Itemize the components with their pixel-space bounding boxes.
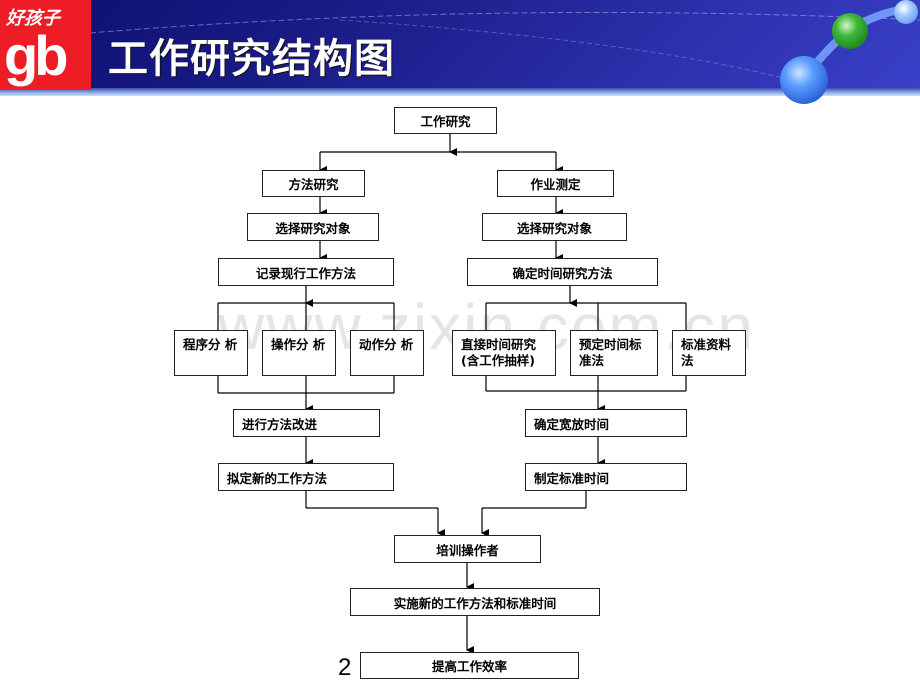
node-motion-analysis: 动作分 析 — [350, 330, 424, 376]
logo-chinese-text: 好孩子 — [6, 8, 60, 29]
node-process-analysis: 程序分 析 — [174, 330, 248, 376]
node-standard-data-method: 标准资料 法 — [672, 330, 746, 376]
node-left-select-object: 选择研究对象 — [247, 213, 379, 241]
node-work-study: 工作研究 — [394, 107, 497, 134]
node-train-operators: 培训操作者 — [394, 535, 541, 563]
node-work-measurement: 作业测定 — [497, 170, 614, 197]
molecule-atom-green — [832, 13, 868, 49]
node-direct-time-study: 直接时间研究 (含工作抽样) — [452, 330, 556, 376]
node-operation-analysis: 操作分 析 — [262, 330, 336, 376]
node-draft-new-method: 拟定新的工作方法 — [218, 463, 394, 491]
molecule-icon — [780, 0, 918, 104]
node-improve-efficiency: 提高工作效率 — [360, 652, 579, 679]
page-title: 工作研究结构图 — [108, 36, 395, 82]
molecule-atom-blue — [780, 56, 828, 104]
node-implement-new-method: 实施新的工作方法和标准时间 — [350, 588, 600, 616]
header-band — [0, 88, 920, 96]
node-predetermined-time-standard: 预定时间标 准法 — [570, 330, 658, 376]
page-number: 2 — [338, 654, 352, 681]
node-time-study-method: 确定时间研究方法 — [467, 258, 658, 286]
slide-header: 工作研究结构图 — [0, 0, 920, 88]
logo-gb-text: gb — [4, 24, 68, 87]
node-record-current-method: 记录现行工作方法 — [218, 258, 394, 286]
node-method-study: 方法研究 — [262, 170, 365, 197]
molecule-atom-light — [894, 0, 918, 24]
brand-logo: 好孩子 gb — [0, 0, 91, 90]
node-right-select-object: 选择研究对象 — [482, 213, 627, 241]
swoosh-decoration — [90, 11, 920, 81]
node-allowance-time: 确定宽放时间 — [525, 409, 687, 437]
node-method-improvement: 进行方法改进 — [233, 409, 380, 437]
node-standard-time: 制定标准时间 — [525, 463, 687, 491]
